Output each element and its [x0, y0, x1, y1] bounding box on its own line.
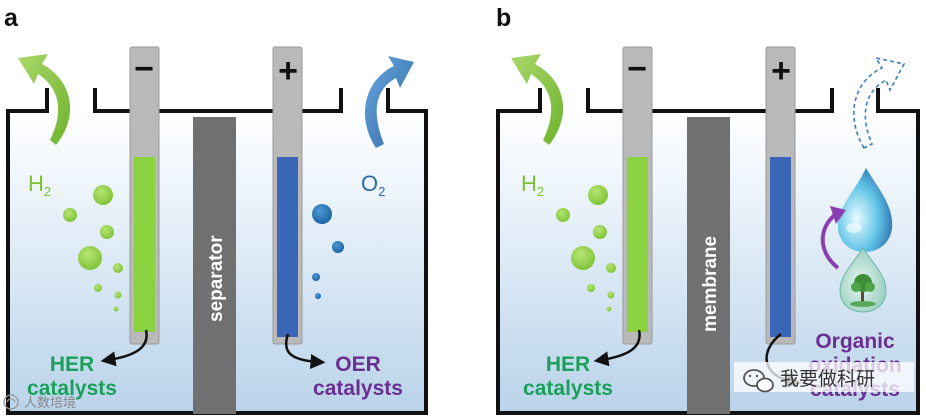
- anode-sign-a: +: [278, 52, 298, 90]
- cathode-a: [129, 46, 160, 345]
- tree-drop-icon: [839, 247, 887, 313]
- oer-pointer-a: [284, 333, 326, 369]
- h2-bubbles-a: [63, 185, 123, 312]
- anode-b: [765, 46, 796, 345]
- separator-a: [193, 117, 236, 414]
- h2-release-arrow-a: [18, 54, 71, 145]
- watermark-logo-icon: [3, 394, 19, 410]
- divider-label-a: separator: [206, 235, 227, 322]
- panel-letter-b: b: [496, 4, 511, 32]
- o2-bubbles-a: [312, 204, 344, 299]
- h2-label-b: H2: [521, 171, 544, 199]
- panel-a: separator − +: [4, 4, 428, 415]
- h2-label-a: H2: [28, 171, 51, 199]
- watermark-right-text: 我要做科研: [780, 368, 875, 390]
- h2-bubbles-b: [556, 185, 616, 312]
- anode-a: [272, 46, 303, 345]
- oxidation-arrow-b: [820, 212, 840, 270]
- anode-sign-b: +: [771, 52, 791, 90]
- watermark-left-text: 人数培境: [24, 395, 76, 411]
- cathode-b: [622, 46, 653, 345]
- o2-release-arrow-a: [364, 56, 414, 148]
- cathode-sign-b: −: [627, 50, 647, 88]
- panel-b: membrane − + H2: [496, 4, 920, 415]
- wechat-icon: [743, 369, 774, 393]
- oxidation-arrowhead-b: [830, 206, 846, 224]
- no-o2-arrow-b: [853, 56, 906, 150]
- divider-label-b: membrane: [700, 236, 721, 332]
- water-drop-icon: [838, 168, 893, 252]
- o2-label-a: O2: [361, 171, 385, 199]
- membrane-b: [687, 117, 730, 414]
- watermark-left: 人数培境: [3, 394, 76, 411]
- watermark-right: 我要做科研: [734, 362, 914, 393]
- h2-release-arrow-b: [511, 54, 564, 145]
- cathode-sign-a: −: [134, 50, 154, 88]
- her-pointer-a: [100, 329, 148, 367]
- her-pointer-b: [593, 329, 641, 367]
- panel-letter-a: a: [4, 4, 19, 32]
